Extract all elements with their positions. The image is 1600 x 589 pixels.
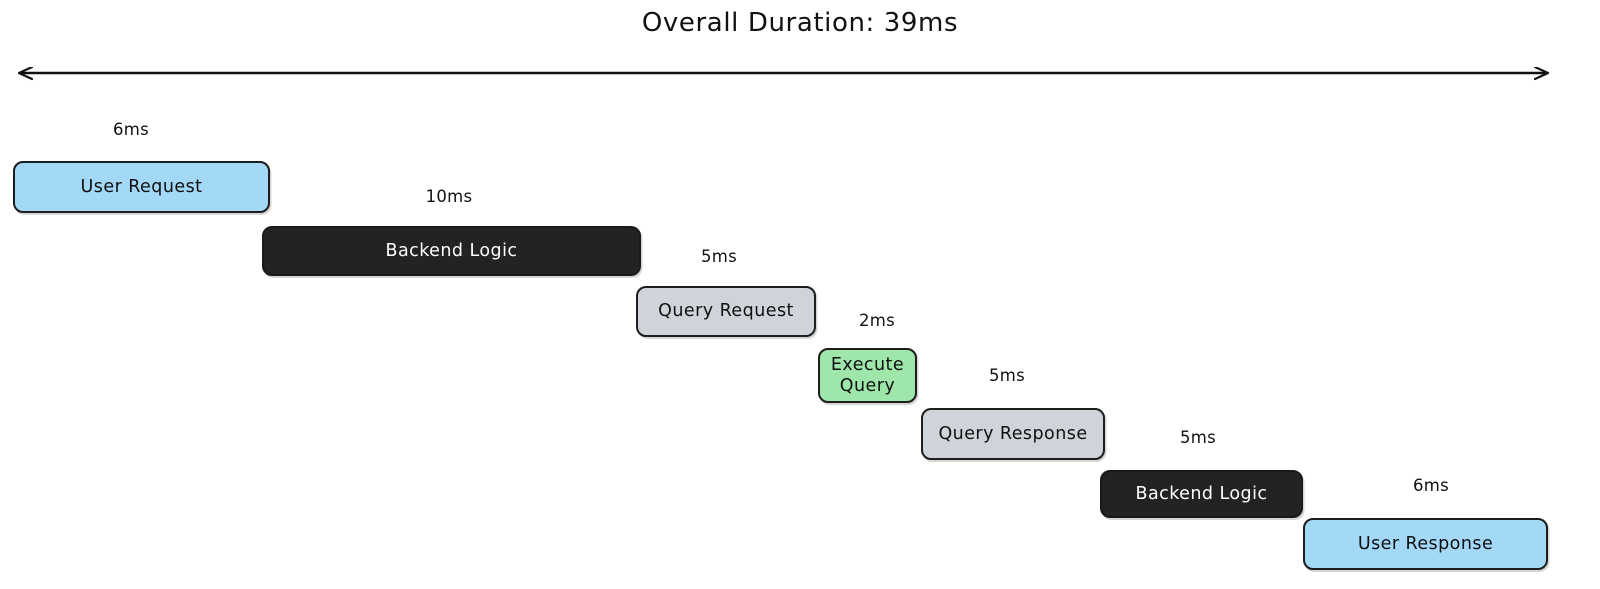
page-title: Overall Duration: 39ms xyxy=(641,8,959,38)
bar-label-query-request: Query Request xyxy=(658,301,794,322)
overall-duration-axis-arrow xyxy=(0,48,1600,100)
duration-label-query-response: 5ms xyxy=(988,366,1026,385)
bar-query-response[interactable]: Query Response xyxy=(921,408,1105,460)
bar-label-user-request: User Request xyxy=(80,176,203,197)
duration-label-user-response: 6ms xyxy=(1412,476,1450,495)
bar-user-request[interactable]: User Request xyxy=(13,161,270,213)
bar-user-response[interactable]: User Response xyxy=(1303,518,1548,570)
duration-label-backend-logic-2: 5ms xyxy=(1179,428,1217,447)
bar-label-backend-logic-2: Backend Logic xyxy=(1135,483,1268,504)
duration-label-query-request: 5ms xyxy=(700,247,738,266)
bar-label-backend-logic-1: Backend Logic xyxy=(385,240,518,261)
bar-label-query-response: Query Response xyxy=(938,423,1088,444)
duration-label-execute-query: 2ms xyxy=(858,311,896,330)
duration-label-backend-logic-1: 10ms xyxy=(425,187,473,206)
bar-execute-query[interactable]: Execute Query xyxy=(818,348,917,403)
bar-backend-logic-1[interactable]: Backend Logic xyxy=(262,226,641,276)
duration-label-user-request: 6ms xyxy=(112,120,150,139)
bar-label-user-response: User Response xyxy=(1357,533,1494,554)
bar-backend-logic-2[interactable]: Backend Logic xyxy=(1100,470,1303,518)
bar-query-request[interactable]: Query Request xyxy=(636,286,816,337)
bar-label-execute-query: Execute Query xyxy=(830,355,905,396)
